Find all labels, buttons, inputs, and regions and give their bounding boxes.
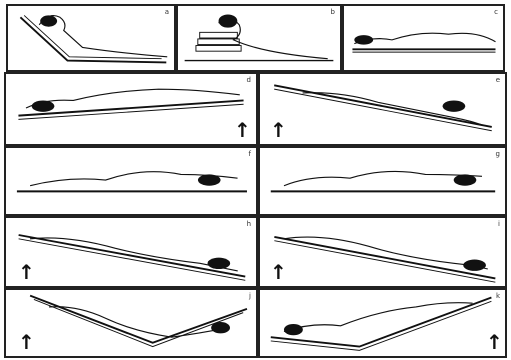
up-arrow-icon: ↑ xyxy=(270,262,287,282)
panel-i: i ↑ xyxy=(258,216,507,288)
panel-j: j ↑ xyxy=(4,288,258,358)
panel-k: k ↑ xyxy=(258,288,507,358)
inclined-prone-figure-drawing xyxy=(260,218,505,286)
v-incline-figure-drawing xyxy=(6,290,256,356)
panel-b: b xyxy=(176,4,342,72)
supine-figure-drawing xyxy=(344,6,503,70)
panel-g: g xyxy=(258,146,507,216)
panel-c: c xyxy=(342,4,505,72)
up-arrow-icon: ↑ xyxy=(486,332,503,352)
up-arrow-icon: ↑ xyxy=(234,120,251,140)
up-arrow-icon: ↑ xyxy=(18,332,35,352)
inclined-prone-figure-drawing xyxy=(6,218,256,286)
prone-figure-drawing xyxy=(6,74,256,144)
up-arrow-icon: ↑ xyxy=(18,262,35,282)
panel-f: f xyxy=(4,146,258,216)
panel-e: e ↑ xyxy=(258,72,507,146)
reclined-figure-drawing xyxy=(8,6,174,70)
inclined-figure-drawing xyxy=(260,74,505,144)
v-incline-figure-drawing xyxy=(260,290,505,356)
prone-flat-figure-drawing xyxy=(260,148,505,214)
panel-h: h ↑ xyxy=(4,216,258,288)
up-arrow-icon: ↑ xyxy=(270,120,287,140)
prone-flat-figure-drawing xyxy=(6,148,256,214)
propped-figure-drawing xyxy=(178,6,340,70)
panel-a: a xyxy=(6,4,176,72)
panel-d: d ↑ xyxy=(4,72,258,146)
